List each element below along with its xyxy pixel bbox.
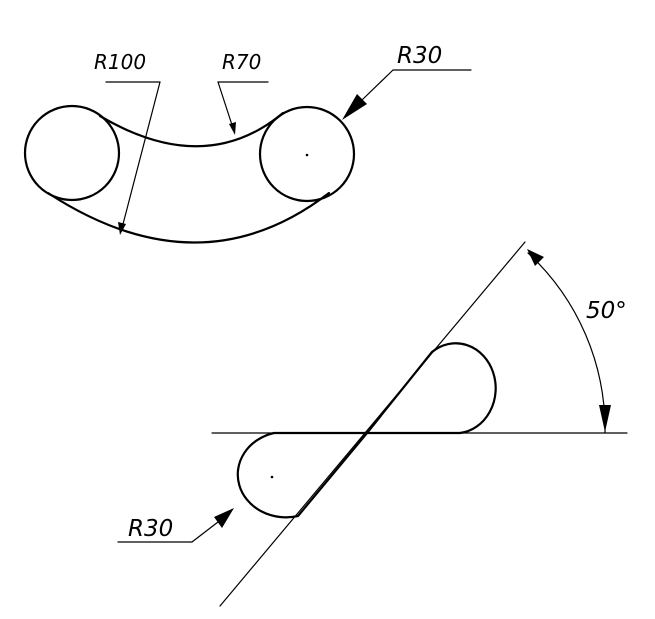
right-circle (258, 105, 356, 203)
r70-arc (98, 111, 285, 148)
lower-lobe-center-mark (270, 475, 274, 479)
r30-top-leader-line (361, 69, 394, 101)
r70-label: R70 (222, 50, 261, 74)
r30-top-label: R30 (397, 43, 442, 69)
r30-top-arrowhead (342, 94, 367, 120)
angle-arrowhead-bottom (599, 405, 611, 432)
left-circle (23, 104, 121, 202)
r70-leader-line (217, 81, 234, 129)
r100-leader-line (121, 81, 161, 229)
r30-bottom-leader-line (191, 521, 219, 543)
slot-outline (236, 342, 497, 519)
angle-dimension-arc (527, 252, 606, 434)
right-circle-center-mark (305, 153, 309, 157)
r100-arrowhead (118, 222, 126, 235)
top-figure: R100 R70 R30 (23, 43, 472, 244)
r100-label: R100 (94, 50, 146, 74)
r70-arrowhead (229, 122, 236, 135)
angle-arrowhead-top (527, 249, 544, 266)
angle-label: 50° (586, 298, 627, 324)
r30-bottom-label: R30 (128, 516, 173, 542)
r30-bottom-arrowhead (214, 508, 234, 528)
bottom-figure: 50° R30 (117, 241, 628, 607)
r100-arc (46, 191, 331, 244)
inclined-reference-line (219, 241, 526, 607)
